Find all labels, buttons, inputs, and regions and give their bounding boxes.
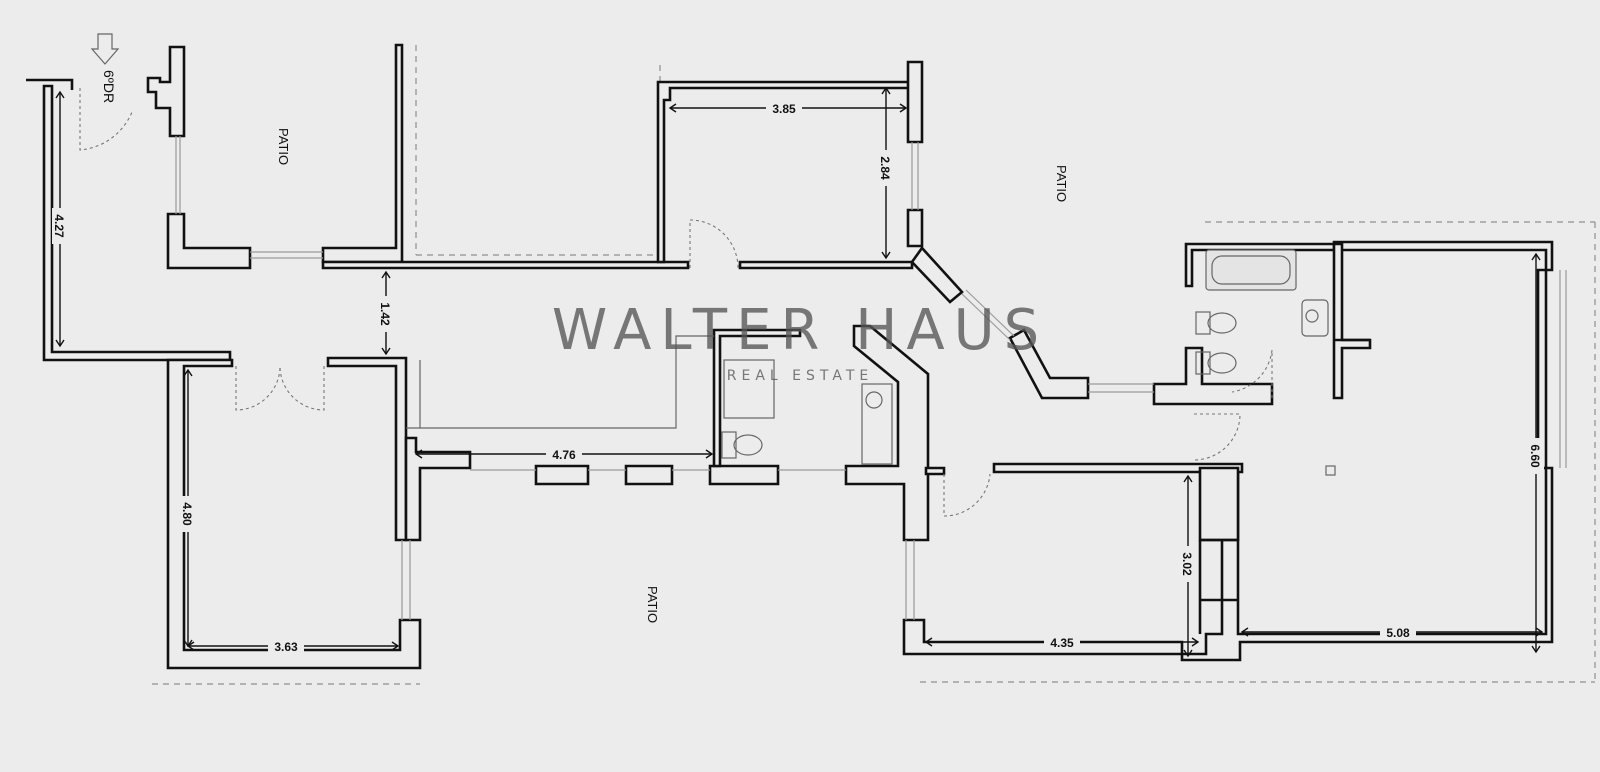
patio-label-top-left: PATIO (276, 128, 291, 165)
watermark-tagline: REAL ESTATE (727, 368, 874, 384)
boundary-lines (152, 45, 1596, 685)
dim-left-room-height: 4.80 (180, 502, 194, 526)
fixtures (721, 249, 1370, 476)
dim-corridor-gap: 1.42 (378, 302, 392, 326)
dim-top-room-height: 2.84 (878, 156, 892, 180)
dim-right-room-height: 6.60 (1528, 444, 1542, 468)
doors (79, 88, 1273, 517)
patio-label-top-right: PATIO (1054, 165, 1069, 202)
entrance-arrow-icon (90, 33, 120, 65)
dim-right-room-width: 5.08 (1386, 626, 1410, 640)
windows (175, 136, 1567, 620)
dim-mid-right-width: 4.35 (1050, 636, 1074, 650)
dim-left-room-width: 3.63 (274, 640, 298, 654)
entry-floor-label: 6ºDR (101, 70, 117, 103)
dim-top-room-width: 3.85 (772, 102, 796, 116)
watermark-brand: WALTER HAUS (552, 298, 1048, 363)
dim-hall-width: 4.76 (552, 448, 576, 462)
patio-label-bottom: PATIO (645, 586, 660, 623)
dim-corridor-left: 4.27 (52, 214, 66, 238)
dim-mid-right-height: 3.02 (1180, 552, 1194, 576)
walls (26, 43, 1554, 670)
dimension-labels: 3.85 2.84 4.27 1.42 4.76 4.80 3.63 3.02 … (52, 100, 1544, 654)
